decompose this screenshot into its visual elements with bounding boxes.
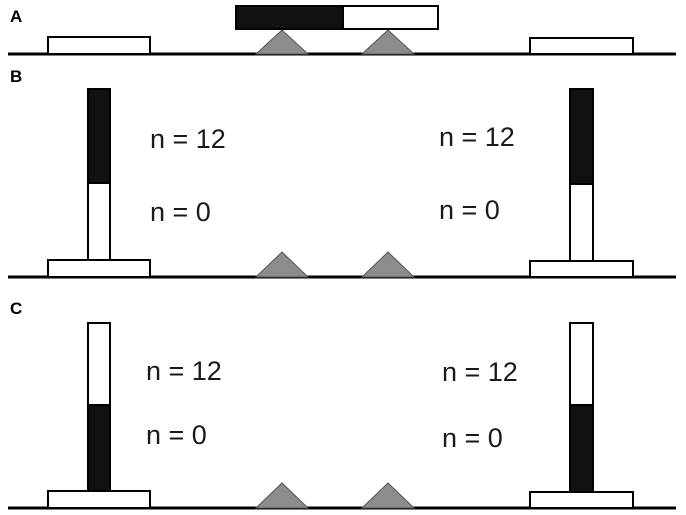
panel-a-left-platform [47,36,151,55]
panel-b-right-support-triangle [360,251,416,278]
panel-b-right-bar-dark-segment [569,88,594,185]
panel-b-left-bar-dark-segment [87,88,111,184]
panel-b-left-bar-light-segment [87,182,111,261]
panel-a: A [8,5,676,56]
panel-b-right-stand [529,88,634,278]
panel-b: B n = 12 n = 0 n = 12 n = 0 [8,67,676,279]
panel-c-right-bar-light-segment [569,322,594,406]
panel-b-right-platform [529,260,634,278]
panel-c-right-support-triangle [360,482,416,509]
panel-a-horizontal-bar [235,5,439,30]
panel-c-left-stand [47,322,151,509]
panel-c-left-bar-light-segment [87,322,111,406]
panel-a-bar-light-segment [342,5,439,30]
panel-b-right-upper-count: n = 12 [439,122,515,152]
panel-b-right-bar-light-segment [569,183,594,262]
panel-a-bar-dark-segment [235,5,344,30]
panel-b-label: B [10,67,22,86]
panel-c-right-upper-count: n = 12 [442,357,518,387]
panel-c-right-bar-dark-segment [569,404,594,493]
panel-c-label: C [10,299,22,318]
panel-b-left-stand [47,88,151,278]
panel-c-left-bar-dark-segment [87,404,111,492]
panel-b-left-platform [47,259,151,278]
panel-c-left-lower-count: n = 0 [146,420,207,450]
panel-b-left-upper-count: n = 12 [150,124,226,154]
panel-c-right-platform [529,491,634,509]
panel-a-left-support-triangle [254,29,310,55]
panel-c-left-platform [47,490,151,509]
panel-a-right-support-triangle [360,29,416,55]
panel-a-right-platform [529,37,634,55]
panel-c-right-stand [529,322,634,509]
panel-b-left-support-triangle [254,251,310,278]
panel-c-left-upper-count: n = 12 [146,356,222,386]
panel-c: C n = 12 n = 0 n = 12 n = 0 [8,299,676,510]
panel-b-right-lower-count: n = 0 [439,195,500,225]
panel-a-label: A [10,7,22,26]
panel-c-right-lower-count: n = 0 [442,423,503,453]
panel-b-left-lower-count: n = 0 [150,197,211,227]
panel-c-left-support-triangle [254,482,310,509]
